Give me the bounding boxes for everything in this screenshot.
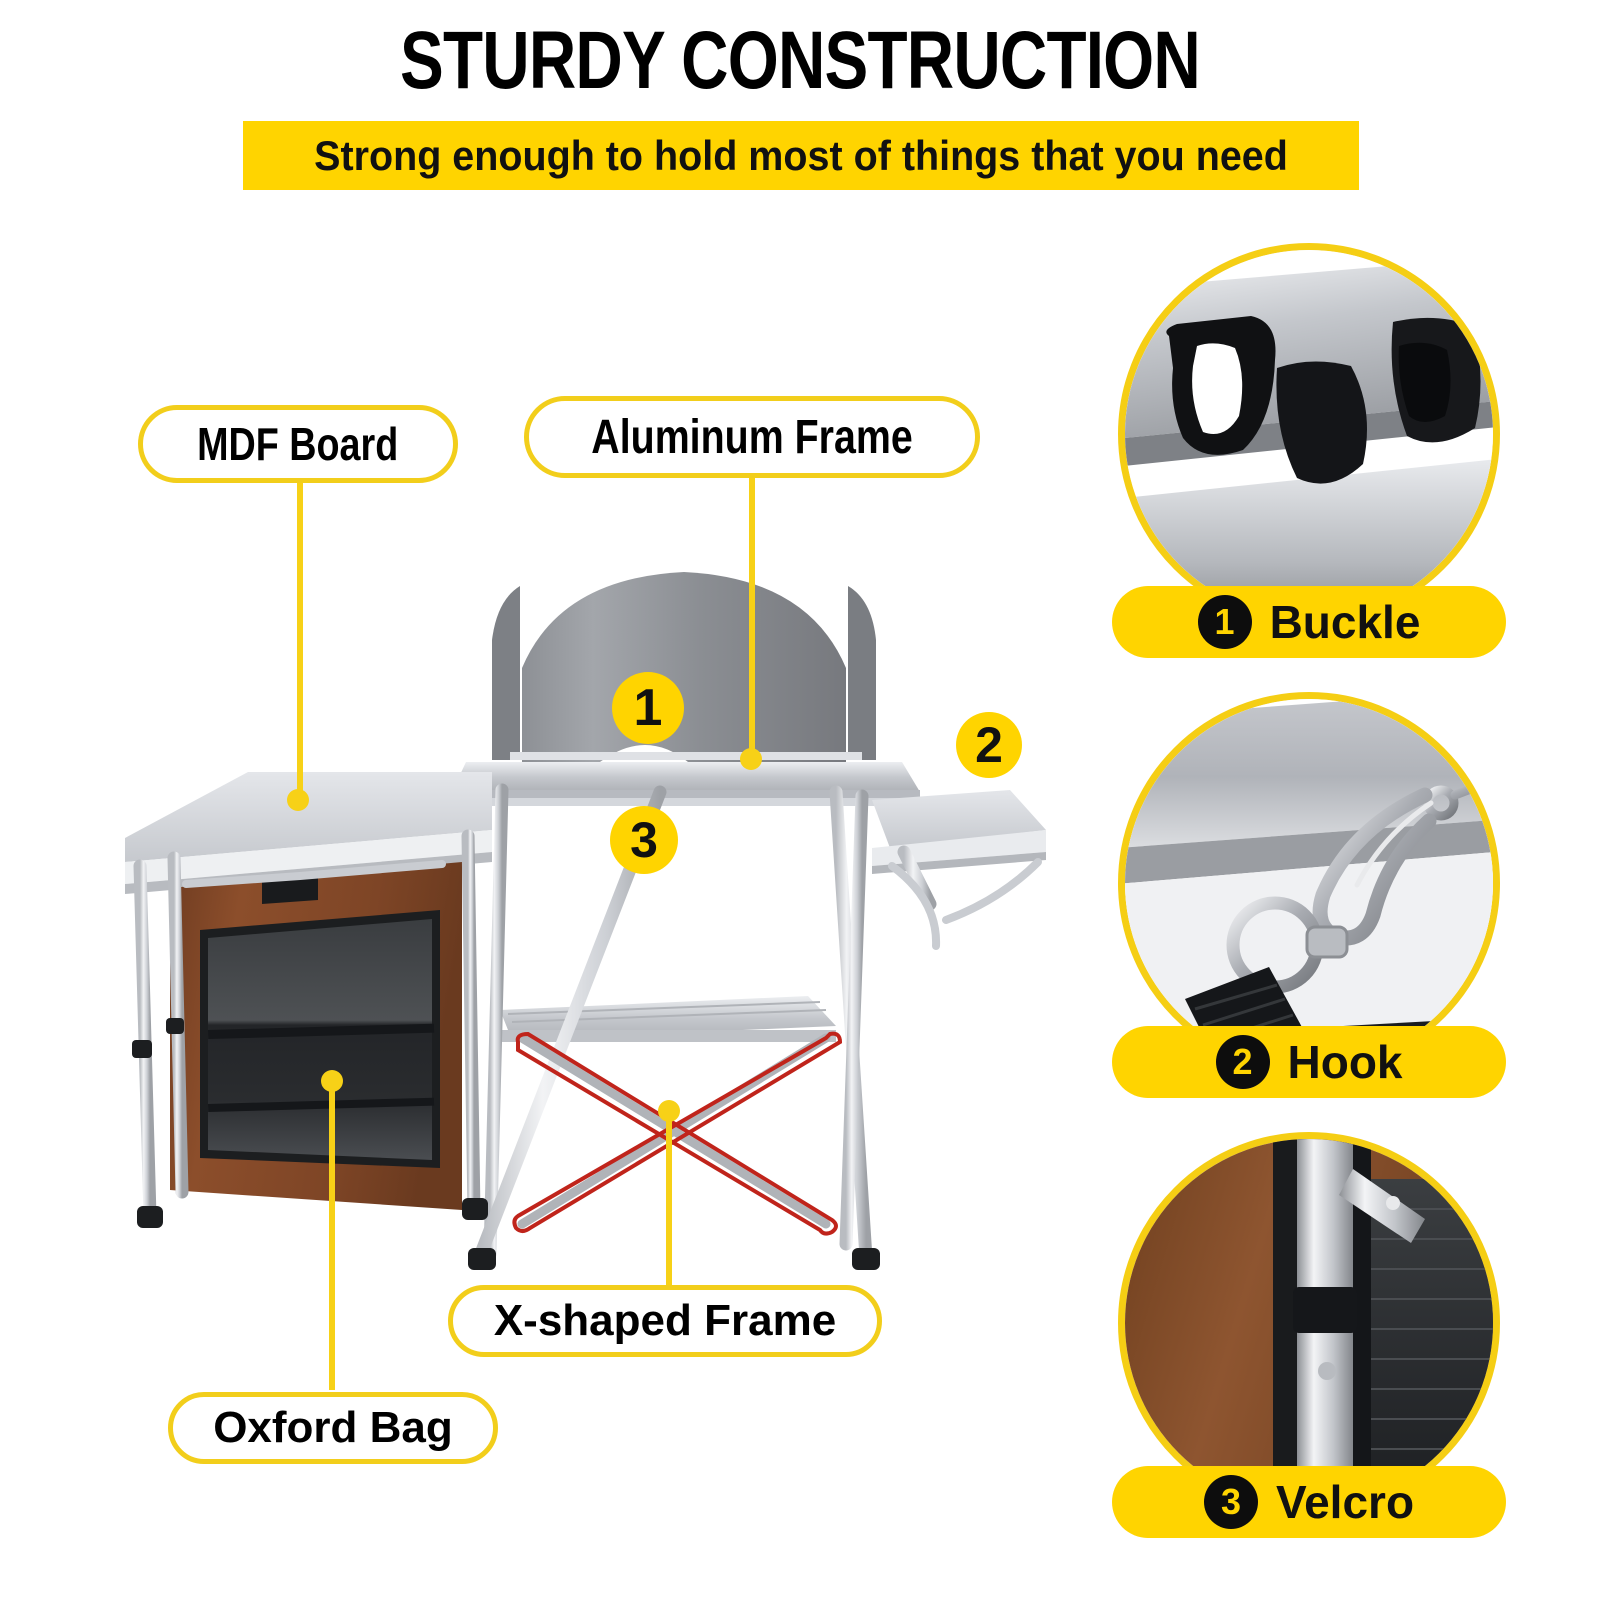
callout-x-shaped-frame-label: X-shaped Frame [493, 1296, 837, 1345]
leader-dot-mdf-board [287, 789, 309, 811]
detail-number-2-value: 2 [1232, 1041, 1253, 1082]
leader-line-mdf-board [297, 483, 303, 799]
detail-number-2: 2 [1215, 1035, 1270, 1089]
detail-label-velcro[interactable]: 3 Velcro [1112, 1466, 1506, 1538]
product-badge-3: 3 [610, 806, 678, 874]
leader-dot-oxford-bag [321, 1070, 343, 1092]
detail-label-hook-text: Hook [1287, 1036, 1403, 1088]
callout-oxford-bag-label: Oxford Bag [213, 1403, 453, 1452]
product-badge-2-number: 2 [975, 717, 1003, 773]
subtitle-text: Strong enough to hold most of things tha… [314, 131, 1288, 179]
subtitle-banner: Strong enough to hold most of things tha… [243, 121, 1359, 190]
buckle-photo [1118, 243, 1500, 625]
detail-label-buckle-text: Buckle [1269, 596, 1421, 648]
leader-line-x-shaped-frame [666, 1110, 672, 1288]
detail-number-1-value: 1 [1214, 601, 1235, 642]
product-badge-2: 2 [956, 712, 1022, 778]
detail-number-3-value: 3 [1220, 1481, 1241, 1522]
detail-label-velcro-text: Velcro [1275, 1476, 1415, 1528]
buckle-photo-art [1125, 250, 1493, 618]
leader-dot-x-shaped-frame [658, 1100, 680, 1122]
callout-aluminum-frame-label: Aluminum Frame [591, 410, 913, 464]
detail-label-hook[interactable]: 2 Hook [1112, 1026, 1506, 1098]
callout-mdf-board[interactable]: MDF Board [138, 405, 458, 483]
callout-aluminum-frame[interactable]: Aluminum Frame [524, 396, 980, 478]
product-badge-1: 1 [612, 672, 684, 744]
hook-photo [1118, 692, 1500, 1074]
detail-label-buckle[interactable]: 1 Buckle [1112, 586, 1506, 658]
callout-oxford-bag[interactable]: Oxford Bag [168, 1392, 498, 1464]
product-badge-1-number: 1 [633, 679, 663, 737]
velcro-photo-art [1125, 1139, 1493, 1507]
velcro-strap [1293, 1287, 1357, 1333]
leader-dot-aluminum-frame [740, 748, 762, 770]
velcro-photo [1118, 1132, 1500, 1514]
detail-number-3: 3 [1203, 1475, 1258, 1529]
callout-mdf-board-label: MDF Board [197, 418, 399, 470]
detail-number-1: 1 [1197, 595, 1252, 649]
leader-line-oxford-bag [329, 1080, 335, 1390]
product-badge-3-number: 3 [630, 812, 658, 868]
hook-photo-art [1125, 699, 1493, 1067]
leader-line-aluminum-frame [749, 478, 755, 760]
callout-x-shaped-frame[interactable]: X-shaped Frame [448, 1285, 882, 1357]
page-title: STURDY CONSTRUCTION [400, 15, 1201, 106]
